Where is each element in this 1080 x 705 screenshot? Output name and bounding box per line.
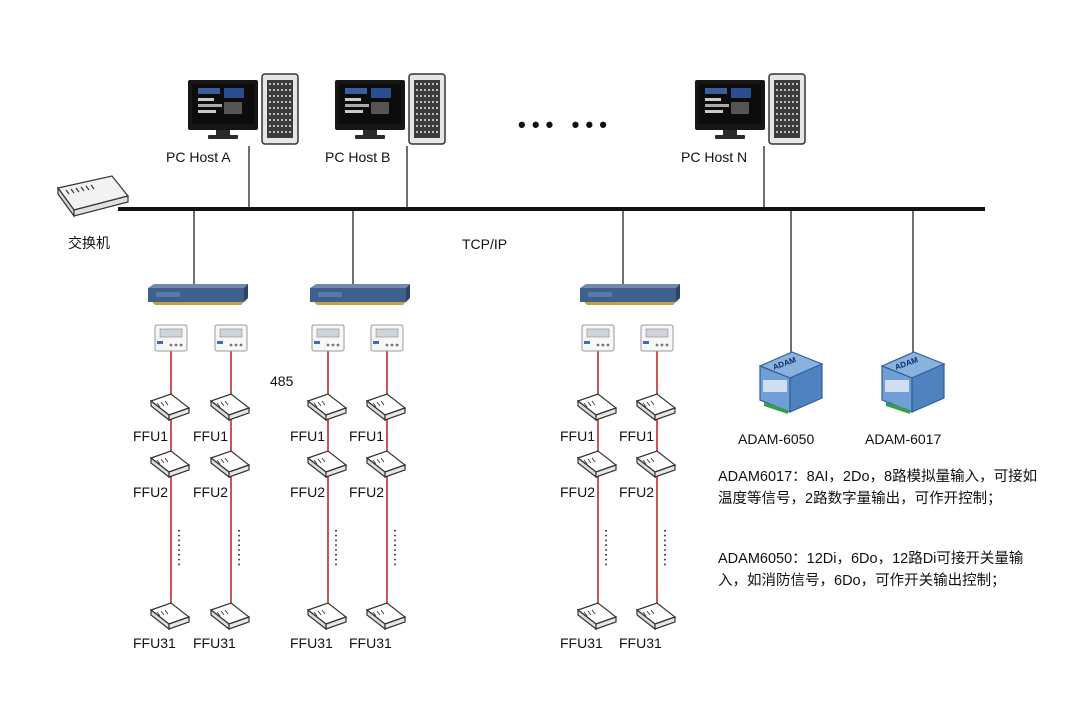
ffu-unit-icon	[366, 450, 406, 478]
control-panel-icon	[214, 324, 248, 352]
ffu-unit-icon	[366, 602, 406, 630]
hosts-ellipsis: • • • • • •	[518, 112, 607, 137]
pc-host-n-label: PC Host N	[681, 149, 747, 165]
control-panel-icon	[311, 324, 345, 352]
adam-6050-label: ADAM-6050	[738, 431, 814, 447]
pc-host-a-icon	[187, 73, 299, 145]
ffu-label: FFU31	[290, 635, 333, 651]
ffu-unit-icon	[636, 602, 676, 630]
ffu-unit-icon	[307, 450, 347, 478]
ffu-unit-icon	[210, 602, 250, 630]
ffu-label: FFU1	[133, 428, 168, 444]
ffu-label: FFU1	[349, 428, 384, 444]
ffu-label: FFU1	[560, 428, 595, 444]
ffu-label: FFU2	[560, 484, 595, 500]
ffu-label: FFU2	[290, 484, 325, 500]
ffu-unit-icon	[150, 602, 190, 630]
ffu-unit-icon	[636, 393, 676, 421]
ffu-unit-icon	[636, 450, 676, 478]
ffu-unit-icon	[210, 450, 250, 478]
gateway-1-icon	[148, 284, 248, 305]
protocol-label: TCP/IP	[462, 236, 507, 252]
gateway-3-icon	[580, 284, 680, 305]
ffu-unit-icon	[210, 393, 250, 421]
pc-host-b-label: PC Host B	[325, 149, 390, 165]
ffu-label: FFU31	[349, 635, 392, 651]
adam-6017-note: ADAM6017：8AI，2Do，8路模拟量输入，可接如温度等信号，2路数字量输…	[718, 469, 1038, 507]
rs485-label: 485	[270, 373, 294, 389]
ffu-label: FFU1	[193, 428, 228, 444]
pc-host-n-icon	[694, 73, 806, 145]
ffu-unit-icon	[366, 393, 406, 421]
ffu-label: FFU31	[193, 635, 236, 651]
ffu-unit-icon	[307, 602, 347, 630]
pc-host-b-icon	[334, 73, 446, 145]
control-panel-icon	[154, 324, 188, 352]
switch-label: 交换机	[68, 235, 110, 251]
ffu-unit-icon	[577, 602, 617, 630]
adam-6050-icon	[759, 351, 823, 415]
adam-6017-label: ADAM-6017	[865, 431, 941, 447]
ffu-unit-icon	[577, 450, 617, 478]
ffu-label: FFU2	[349, 484, 384, 500]
ffu-label: FFU31	[619, 635, 662, 651]
ffu-unit-icon	[307, 393, 347, 421]
ffu-unit-icon	[150, 450, 190, 478]
ffu-unit-icon	[577, 393, 617, 421]
adam-6017-icon	[881, 351, 945, 415]
control-panel-icon	[640, 324, 674, 352]
ffu-label: FFU2	[133, 484, 168, 500]
ffu-label: FFU2	[619, 484, 654, 500]
ffu-label: FFU2	[193, 484, 228, 500]
ffu-label: FFU31	[133, 635, 176, 651]
adam-6050-note: ADAM6050：12Di，6Do，12路Di可接开关量输入，如消防信号，6Do…	[718, 551, 1024, 589]
ffu-unit-icon	[150, 393, 190, 421]
ethernet-switch-icon	[57, 175, 129, 217]
gateway-2-icon	[310, 284, 410, 305]
ffu-label: FFU1	[290, 428, 325, 444]
control-panel-icon	[581, 324, 615, 352]
pc-host-a-label: PC Host A	[166, 149, 231, 165]
control-panel-icon	[370, 324, 404, 352]
ffu-label: FFU31	[560, 635, 603, 651]
ffu-label: FFU1	[619, 428, 654, 444]
